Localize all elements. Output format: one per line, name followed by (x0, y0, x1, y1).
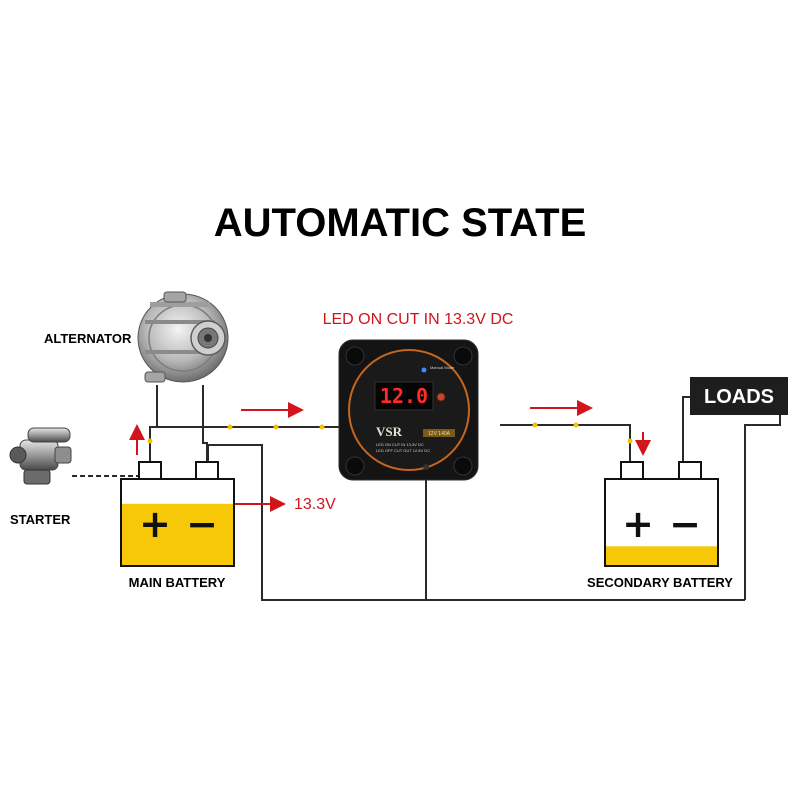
vsr-mode-text: Manual Mode (430, 365, 455, 370)
main-battery-terminal-negative (195, 461, 219, 480)
alternator-ground-wire (202, 385, 208, 462)
secondary-battery-terminal-positive (620, 461, 644, 480)
loads-wire-right (744, 404, 781, 600)
vsr-cut-in-text: LED ON CUT IN 13.3V DC (376, 442, 424, 447)
mount-hole (345, 456, 365, 476)
mount-hole (453, 456, 473, 476)
main-battery-minus-sign: − (186, 502, 218, 546)
alternator-label: ALTERNATOR (44, 331, 132, 346)
secondary-battery-terminal-negative (678, 461, 702, 480)
secondary-battery-minus-sign: − (669, 502, 701, 546)
loads-label: LOADS (704, 386, 774, 408)
junction-dot (573, 422, 579, 428)
junction-dot (273, 424, 279, 430)
junction-dot (147, 438, 153, 444)
secondary-battery: + − (604, 461, 719, 567)
junction-dot (319, 424, 325, 430)
secondary-positive-wire (500, 424, 631, 462)
secondary-battery-plus-sign: + (622, 502, 654, 546)
junction-dot (627, 438, 633, 444)
vsr-rating: 12V 140A (428, 431, 451, 437)
main-battery-plus-sign: + (139, 502, 171, 546)
vsr-device: Manual Mode 12.0 VSR 12V 140A LED ON CUT… (338, 339, 479, 481)
mount-hole (345, 346, 365, 366)
vsr-brand: VSR (376, 424, 403, 439)
starter-motor-icon (9, 427, 72, 485)
vsr-display-value: 12.0 (380, 384, 428, 408)
main-battery-label: MAIN BATTERY (129, 575, 226, 590)
secondary-battery-label: SECONDARY BATTERY (587, 575, 733, 590)
main-positive-wire (149, 426, 345, 462)
main-battery: + − (120, 461, 235, 567)
mount-hole (453, 346, 473, 366)
vsr-display (374, 381, 434, 411)
main-battery-charge-fill (122, 503, 233, 565)
manual-button[interactable] (436, 392, 446, 402)
loads-box: LOADS (690, 377, 788, 415)
junction-dot (227, 424, 233, 430)
page-title: AUTOMATIC STATE (214, 201, 587, 245)
starter-label: STARTER (10, 512, 71, 527)
junction-dot (532, 422, 538, 428)
vsr-ground-stud (423, 464, 429, 470)
wire-junctions (147, 422, 633, 444)
led-cut-in-label: LED ON CUT IN 13.3V DC (323, 311, 514, 328)
mode-led-icon (421, 367, 427, 373)
vsr-rating-badge (423, 429, 455, 437)
vsr-cut-out-text: LED OFF CUT OUT 12.8V DC (376, 448, 430, 453)
alternator-icon (137, 291, 229, 383)
loads-wire-left (682, 396, 690, 462)
main-ground-wire (207, 444, 745, 601)
main-battery-terminal-positive (138, 461, 162, 480)
secondary-battery-charge-fill (606, 546, 717, 565)
main-battery-voltage-label: 13.3V (294, 496, 336, 513)
